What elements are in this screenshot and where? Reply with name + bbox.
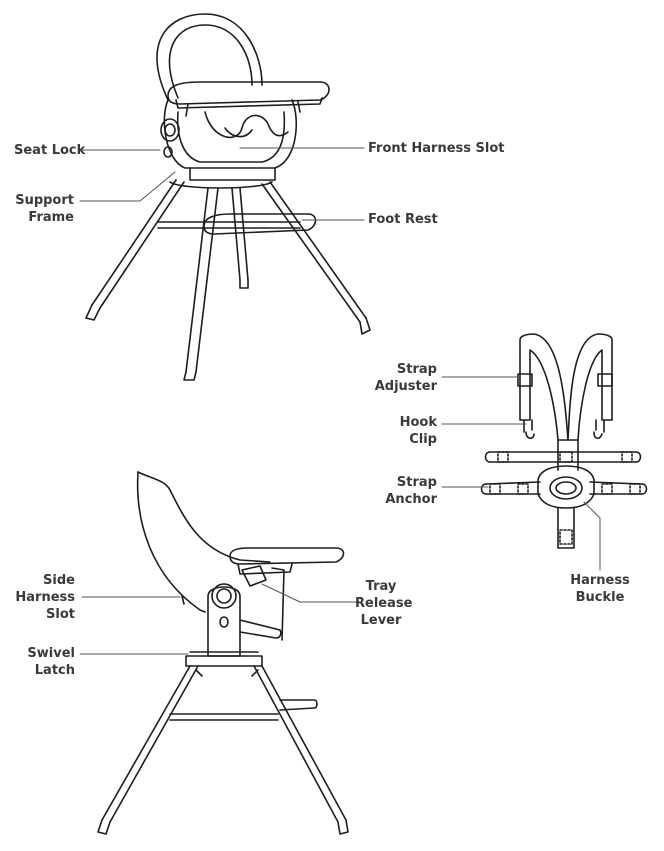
seat-lock-knob [160,118,180,142]
side-harness-slot [181,595,185,605]
side-foot-rest [279,699,318,711]
upper-waist-strap [489,451,637,463]
front-leg-left-back [91,179,185,309]
leader-tray-release-lever [261,583,301,603]
label-support-frame: Support Frame [15,193,74,225]
label-seat-lock: Seat Lock [14,143,86,158]
label-side-harness-slot: Side Harness Slot [15,573,75,622]
strap-adjuster-right [597,373,613,387]
strap-adjuster-left [517,373,533,387]
label-foot-rest: Foot Rest [368,212,438,227]
front-tray [167,81,330,105]
front-leg-rear [231,187,249,281]
side-base-plate [185,655,263,667]
front-leg-front [185,187,219,373]
side-leg-front-left [101,665,199,823]
five-point-harness [480,333,648,549]
side-leg-back-right [253,665,347,823]
backrest-frame [156,13,263,101]
hook-clip-right [593,419,605,440]
label-harness-buckle: Harness Buckle [570,573,630,605]
front-view-high-chair [85,13,371,381]
harness-buckle [537,465,595,509]
front-leg-right-back [261,181,367,323]
label-swivel-latch: Swivel Latch [27,646,75,678]
label-front-harness-slot: Front Harness Slot [368,141,505,156]
label-hook-clip: Hook Clip [399,415,437,447]
tray-release-lever [241,565,267,587]
hook-clip-left [523,419,535,440]
shoulder-strap-left [519,333,569,441]
shoulder-strap-right [567,333,613,441]
front-swivel-base [189,167,276,181]
leader-lines [79,147,601,655]
side-tray [229,547,345,565]
side-view-high-chair [97,471,349,835]
label-strap-anchor: Strap Anchor [385,475,437,507]
side-seat-back [137,471,271,563]
label-strap-adjuster: Strap Adjuster [374,362,437,394]
crotch-strap [557,507,575,549]
label-tray-release-lever: Tray Release Lever [355,579,413,628]
